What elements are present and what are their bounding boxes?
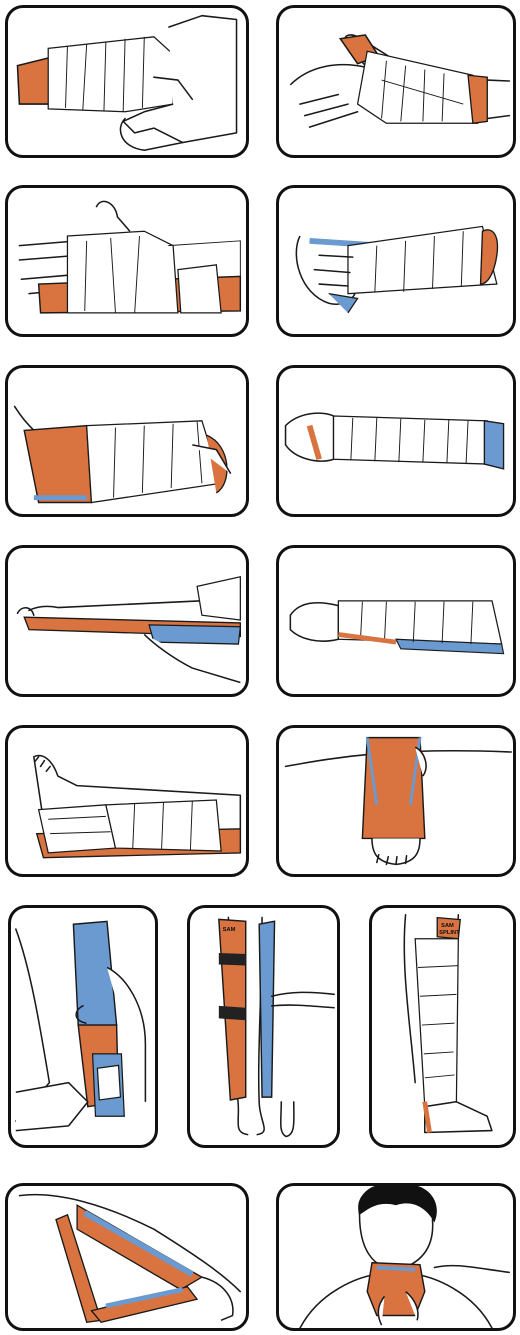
- panel-wrist-splint-fist: [276, 185, 516, 337]
- full-arm-splint-wrapped-illustration: [279, 548, 513, 694]
- leg-splint-strapped-illustration: SAM: [190, 908, 337, 1145]
- thumb-splint-side-illustration: [8, 8, 246, 155]
- panel-full-arm-splint-wrapped: [276, 545, 516, 697]
- ankle-wrap-side-illustration: [8, 728, 246, 874]
- ankle-splint-heel-illustration: [8, 368, 246, 514]
- panel-ankle-stirrup-front: [276, 725, 516, 877]
- wrist-splint-fist-illustration: [279, 188, 513, 334]
- panel-ankle-wrap-side: [5, 725, 249, 877]
- panel-forearm-splint-wrapped: [276, 365, 516, 517]
- panel-full-arm-splint-laid: [5, 545, 249, 697]
- knee-splint-folding-illustration: [11, 908, 155, 1145]
- panel-thumb-splint-wrapped: [276, 5, 516, 158]
- full-arm-splint-laid-illustration: [8, 548, 246, 694]
- cervical-collar-illustration: [279, 1186, 513, 1328]
- leg-splint-wrapped-illustration: SAM SPLINT: [372, 908, 513, 1145]
- splint-stamp-line-2: SPLINT: [439, 930, 460, 936]
- panel-leg-splint-wrapped: SAM SPLINT: [369, 905, 516, 1148]
- splint-stamp-line-1: SAM: [441, 923, 454, 929]
- arm-sling-triangle-illustration: [8, 1186, 246, 1328]
- splint-blue-long: [149, 625, 240, 644]
- stirrup-splint-orange: [362, 738, 424, 839]
- panel-leg-splint-strapped: SAM: [187, 905, 340, 1148]
- heel-splint-orange: [24, 426, 91, 503]
- thumb-splint-wrapped-illustration: [279, 8, 513, 155]
- ankle-stirrup-front-illustration: [279, 728, 513, 874]
- panel-ankle-splint-heel: [5, 365, 249, 517]
- splint-blue-end: [484, 421, 503, 469]
- forearm-splint-wrapped-illustration: [279, 368, 513, 514]
- leg-splint-blue: [259, 921, 274, 1097]
- splint-stamp-brand: SAM: [223, 927, 236, 933]
- panel-hand-splint-palm: [5, 185, 249, 337]
- panel-cervical-collar: [276, 1183, 516, 1331]
- panel-knee-splint-folding: [8, 905, 158, 1148]
- panel-arm-sling-triangle: [5, 1183, 249, 1331]
- hand-splint-palm-illustration: [8, 188, 246, 334]
- panel-thumb-splint-side: [5, 5, 249, 158]
